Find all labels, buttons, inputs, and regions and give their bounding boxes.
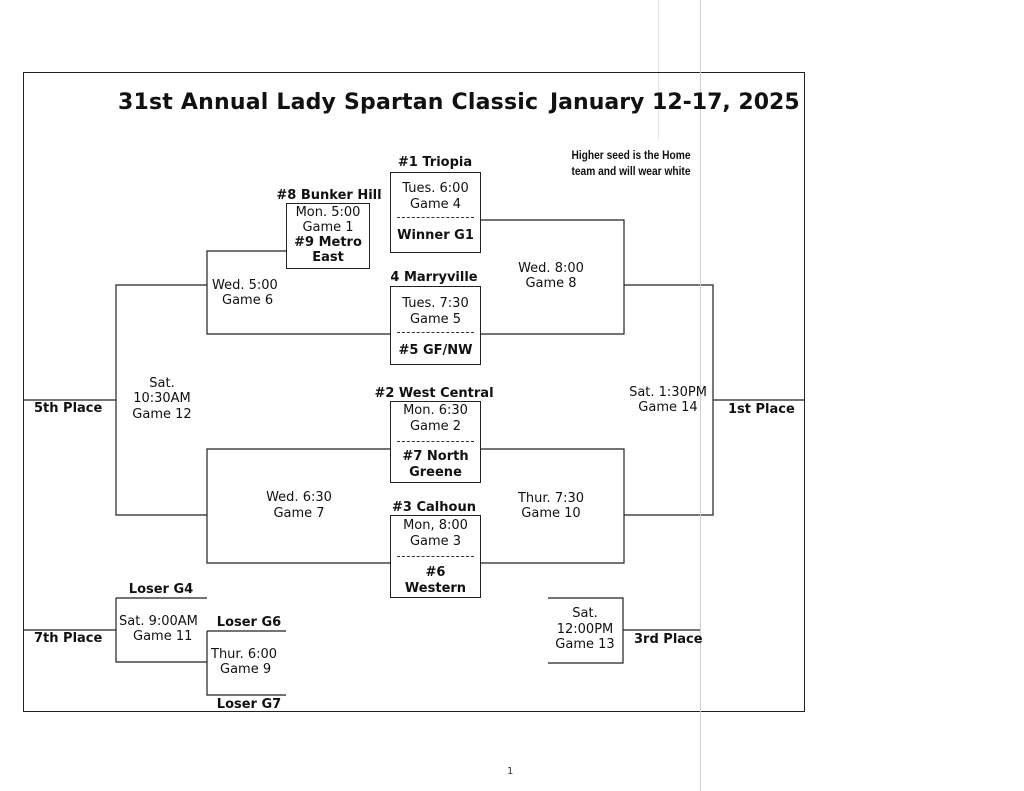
game7-time: Wed. 6:30	[266, 490, 332, 505]
line-game7	[206, 448, 390, 564]
line-game8	[480, 219, 625, 335]
game9-team-top: Loser G6	[216, 615, 282, 630]
game4-team-bottom: Winner G1	[397, 228, 474, 243]
line-game13	[548, 597, 700, 664]
home-team-note: Higher seed is the Home team and will we…	[565, 147, 698, 179]
game4-team-top: #1 Triopia	[397, 155, 473, 170]
game8-number: Game 8	[525, 276, 577, 291]
home-team-note-line2: team and will wear white	[571, 164, 691, 178]
game3-divider	[397, 556, 474, 557]
game11-time: Sat. 9:00AM	[119, 614, 198, 629]
game1-box: Mon. 5:00 Game 1 #9 Metro East	[286, 203, 370, 269]
game2-time: Mon. 6:30	[403, 403, 468, 418]
game12-time-line1: Sat.	[149, 376, 175, 391]
game2-divider	[397, 441, 474, 442]
tournament-dates: January 12-17, 2025	[550, 90, 800, 115]
game2-box: Mon. 6:30 Game 2 #7 North Greene	[390, 401, 481, 483]
line-game9	[206, 630, 286, 696]
game4-divider	[397, 217, 474, 218]
game9-number: Game 9	[220, 662, 272, 677]
scan-artifact-line	[658, 0, 659, 140]
game13-time-line2: 12:00PM	[556, 622, 614, 637]
game9-time: Thur. 6:00	[211, 647, 278, 662]
game3-number: Game 3	[409, 534, 462, 549]
game4-number: Game 4	[409, 197, 462, 212]
game9-team-bottom: Loser G7	[216, 697, 282, 712]
scan-artifact-line	[700, 0, 701, 791]
game6-time: Wed. 5:00	[212, 278, 278, 293]
game1-team-bottom-line1: #9 Metro	[294, 235, 362, 250]
game3-team-bottom-line2: Western	[404, 581, 467, 596]
line-game10	[480, 448, 625, 564]
game5-box: Tues. 7:30 Game 5 #5 GF/NW	[390, 286, 481, 365]
game3-team-bottom-line1: #6	[425, 565, 446, 580]
game13-time-line1: Sat.	[572, 606, 598, 621]
game14-time: Sat. 1:30PM	[629, 385, 707, 400]
game10-number: Game 10	[521, 506, 581, 521]
game3-box: Mon, 8:00 Game 3 #6 Western	[390, 515, 481, 598]
first-place-label: 1st Place	[728, 402, 795, 417]
game7-number: Game 7	[273, 506, 325, 521]
game11-team-top: Loser G4	[128, 582, 194, 597]
game13-number: Game 13	[555, 637, 615, 652]
game2-team-top: #2 West Central	[374, 386, 494, 401]
game3-team-top: #3 Calhoun	[392, 500, 476, 515]
game5-team-bottom: #5 GF/NW	[398, 343, 473, 358]
home-team-note-line1: Higher seed is the Home	[571, 148, 691, 162]
game11-number: Game 11	[133, 629, 193, 644]
page-title: 31st Annual Lady Spartan Classic	[118, 90, 539, 115]
game8-time: Wed. 8:00	[518, 261, 584, 276]
game1-time: Mon. 5:00	[295, 205, 361, 220]
seventh-place-label: 7th Place	[34, 631, 103, 646]
line-game11-bracket	[115, 598, 207, 663]
game10-time: Thur. 7:30	[517, 491, 585, 506]
line-game6	[206, 250, 390, 335]
game1-team-top: #8 Bunker Hill	[276, 188, 382, 203]
game14-number: Game 14	[638, 400, 698, 415]
game4-box: Tues. 6:00 Game 4 Winner G1	[390, 172, 481, 253]
third-place-label: 3rd Place	[634, 632, 703, 647]
bracket-frame	[23, 72, 805, 712]
game2-team-bottom-line1: #7 North	[402, 449, 469, 464]
game12-number: Game 12	[132, 407, 192, 422]
game3-time: Mon, 8:00	[403, 518, 468, 533]
game1-number: Game 1	[302, 220, 354, 235]
game1-team-bottom-line2: East	[312, 250, 344, 265]
fifth-place-label: 5th Place	[34, 401, 103, 416]
game6-number: Game 6	[222, 293, 274, 308]
game5-divider	[397, 332, 474, 333]
game5-time: Tues. 7:30	[402, 296, 469, 311]
page-number: 1	[507, 766, 514, 777]
game5-team-top: 4 Marryville	[390, 270, 478, 285]
game12-time-line2: 10:30AM	[133, 391, 191, 406]
game5-number: Game 5	[409, 312, 462, 327]
game2-team-bottom-line2: Greene	[409, 465, 462, 480]
game2-number: Game 2	[409, 419, 462, 434]
game4-time: Tues. 6:00	[402, 181, 469, 196]
